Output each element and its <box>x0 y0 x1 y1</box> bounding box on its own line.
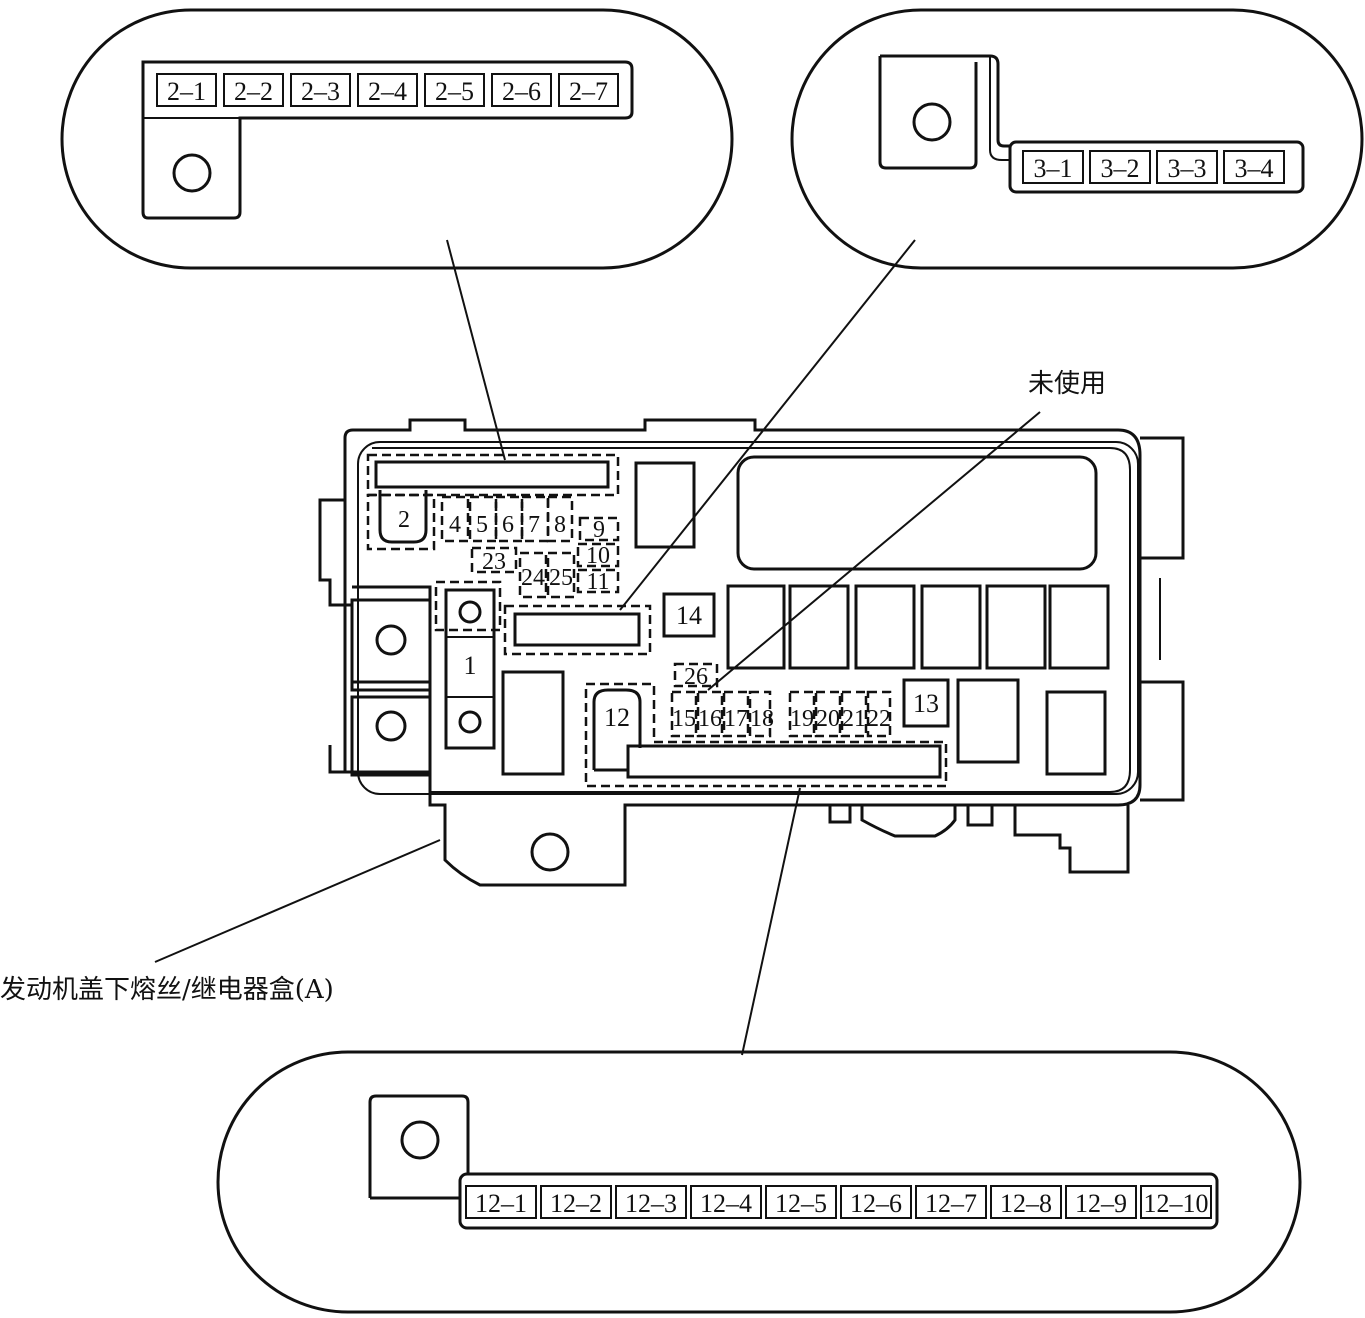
fuse-17-label: 17 <box>724 706 748 732</box>
fuse-4-label: 4 <box>449 512 461 538</box>
fuse-10-label: 10 <box>586 543 610 569</box>
leader-line-12 <box>741 787 801 1056</box>
connector-2-pin-label: 2–5 <box>435 77 474 106</box>
connector-12-pin-frame <box>465 1185 537 1219</box>
mounting-hole-icon <box>530 832 570 872</box>
connector-3-pin-label: 3–1 <box>1034 154 1073 183</box>
connector-3-pin-frame <box>1022 150 1084 184</box>
connector-12-pin-frame <box>840 1185 912 1219</box>
fuse-19-label: 19 <box>790 706 814 732</box>
fuse-24-label: 24 <box>521 565 545 591</box>
mounting-hole-icon <box>400 1120 440 1160</box>
leader-line-unused <box>707 411 1041 691</box>
connector-2-pin-frame <box>491 73 552 107</box>
connector-3-pin-label: 3–3 <box>1168 154 1207 183</box>
fuse-21-label: 21 <box>842 706 866 732</box>
fuse-23-label: 23 <box>482 549 506 575</box>
fuse-22-label: 22 <box>867 706 891 732</box>
connector-2-pin-frame <box>357 73 418 107</box>
fuse-8-label: 8 <box>554 512 566 538</box>
relay <box>634 461 696 549</box>
fuse-row-15-18: 15 16 17 18 <box>670 690 774 738</box>
connector-2-pin-label: 2–6 <box>502 77 541 106</box>
connector-12-pin-label: 12–8 <box>1000 1189 1052 1218</box>
mounting-hole-icon <box>375 624 407 656</box>
connector-12-pin-frame <box>765 1185 837 1219</box>
connector-12-pin-label: 12–4 <box>700 1189 752 1218</box>
connector-12-pin-label: 12–9 <box>1075 1189 1127 1218</box>
fuse-row-4-8: 4 5 6 7 8 <box>440 495 574 543</box>
connector-3: 3–1 3–2 3–3 3–4 <box>878 54 1305 194</box>
fuse-16-label: 16 <box>698 706 722 732</box>
mounting-hole-icon <box>172 153 212 193</box>
connector-3-pin-label: 3–2 <box>1101 154 1140 183</box>
callout-connector-2 <box>60 8 734 270</box>
fuse-18-label: 18 <box>750 706 774 732</box>
fuse-5-label: 5 <box>476 512 488 538</box>
connector-2-pin-frame <box>156 73 217 107</box>
fuse-2-label: 2 <box>398 507 410 533</box>
connector-12: 12–1 12–2 12–3 12–4 12–5 12–6 12–7 12–8 12–9 12–1… <box>368 1094 1219 1230</box>
leader-line-2 <box>446 239 506 461</box>
fuse-15-label: 15 <box>672 706 696 732</box>
relay <box>501 670 565 776</box>
fuse-7-label: 7 <box>528 512 540 538</box>
connector-3-pin-frame <box>1089 150 1151 184</box>
relay <box>1045 690 1107 776</box>
connector-12-pin-frame <box>690 1185 762 1219</box>
connector-12-pin-label: 12–10 <box>1144 1189 1209 1218</box>
connector-12-pin-frame <box>1065 1185 1137 1219</box>
callout-connector-3 <box>790 8 1364 270</box>
connector-2-pin-frame <box>558 73 619 107</box>
connector-2-pin-label: 2–4 <box>368 77 407 106</box>
connector-3-pin-frame <box>1223 150 1285 184</box>
fuse-9-label: 9 <box>593 517 605 543</box>
connector-12-pin-label: 12–2 <box>550 1189 602 1218</box>
connector-12-pin-frame <box>540 1185 612 1219</box>
connector-12-pin-frame <box>1140 1185 1212 1219</box>
connector-3-pin-frame <box>1156 150 1218 184</box>
connector-2-pin-frame <box>223 73 284 107</box>
connector-12-pin-frame <box>615 1185 687 1219</box>
connector-2-pin-label: 2–1 <box>167 77 206 106</box>
terminal-icon <box>458 600 482 624</box>
mounting-hole-icon <box>375 710 407 742</box>
fuse-11-label: 11 <box>586 569 609 595</box>
fuse-20-label: 20 <box>816 706 840 732</box>
relay-row <box>726 584 1110 670</box>
fuse-1-label: 1 <box>464 651 477 680</box>
terminal-icon <box>458 710 482 734</box>
connector-2: 2–1 2–2 2–3 2–4 2–5 2–6 2–7 <box>141 60 634 220</box>
connector-2-pin-frame <box>290 73 351 107</box>
leader-line-caption <box>154 839 441 963</box>
relay-cover <box>736 455 1098 571</box>
fuse-12-label: 12 <box>604 703 630 732</box>
connector-2-pin-label: 2–7 <box>569 77 608 106</box>
connector-12-pin-label: 12–7 <box>925 1189 977 1218</box>
connector-12-pin-label: 12–5 <box>775 1189 827 1218</box>
connector-2-pin-label: 2–3 <box>301 77 340 106</box>
callout-connector-12 <box>216 1050 1302 1314</box>
connector-2-pin-label: 2–2 <box>234 77 273 106</box>
fuse-13-label: 13 <box>913 689 939 718</box>
connector-12-pin-label: 12–1 <box>475 1189 527 1218</box>
box-caption: 发动机盖下熔丝/继电器盒(A) <box>0 975 334 1005</box>
fuse-row-19-22: 19 20 21 22 <box>788 690 892 738</box>
connector-12-pin-frame <box>915 1185 987 1219</box>
fuse-25-label: 25 <box>549 565 573 591</box>
fuse-26-label: 26 <box>684 664 708 690</box>
connector-3-pin-label: 3–4 <box>1235 154 1274 183</box>
unused-label: 未使用 <box>1028 369 1106 399</box>
connector-12-pin-label: 12–3 <box>625 1189 677 1218</box>
mounting-hole-icon <box>912 102 952 142</box>
fuse-14-label: 14 <box>676 601 702 630</box>
fuse-box: 2 4 5 6 7 8 9 10 11 23 24 25 <box>318 418 1185 887</box>
connector-2-pin-frame <box>424 73 485 107</box>
relay <box>956 678 1020 764</box>
connector-12-pin-frame <box>990 1185 1062 1219</box>
connector-12-pin-label: 12–6 <box>850 1189 902 1218</box>
fuse-6-label: 6 <box>502 512 514 538</box>
